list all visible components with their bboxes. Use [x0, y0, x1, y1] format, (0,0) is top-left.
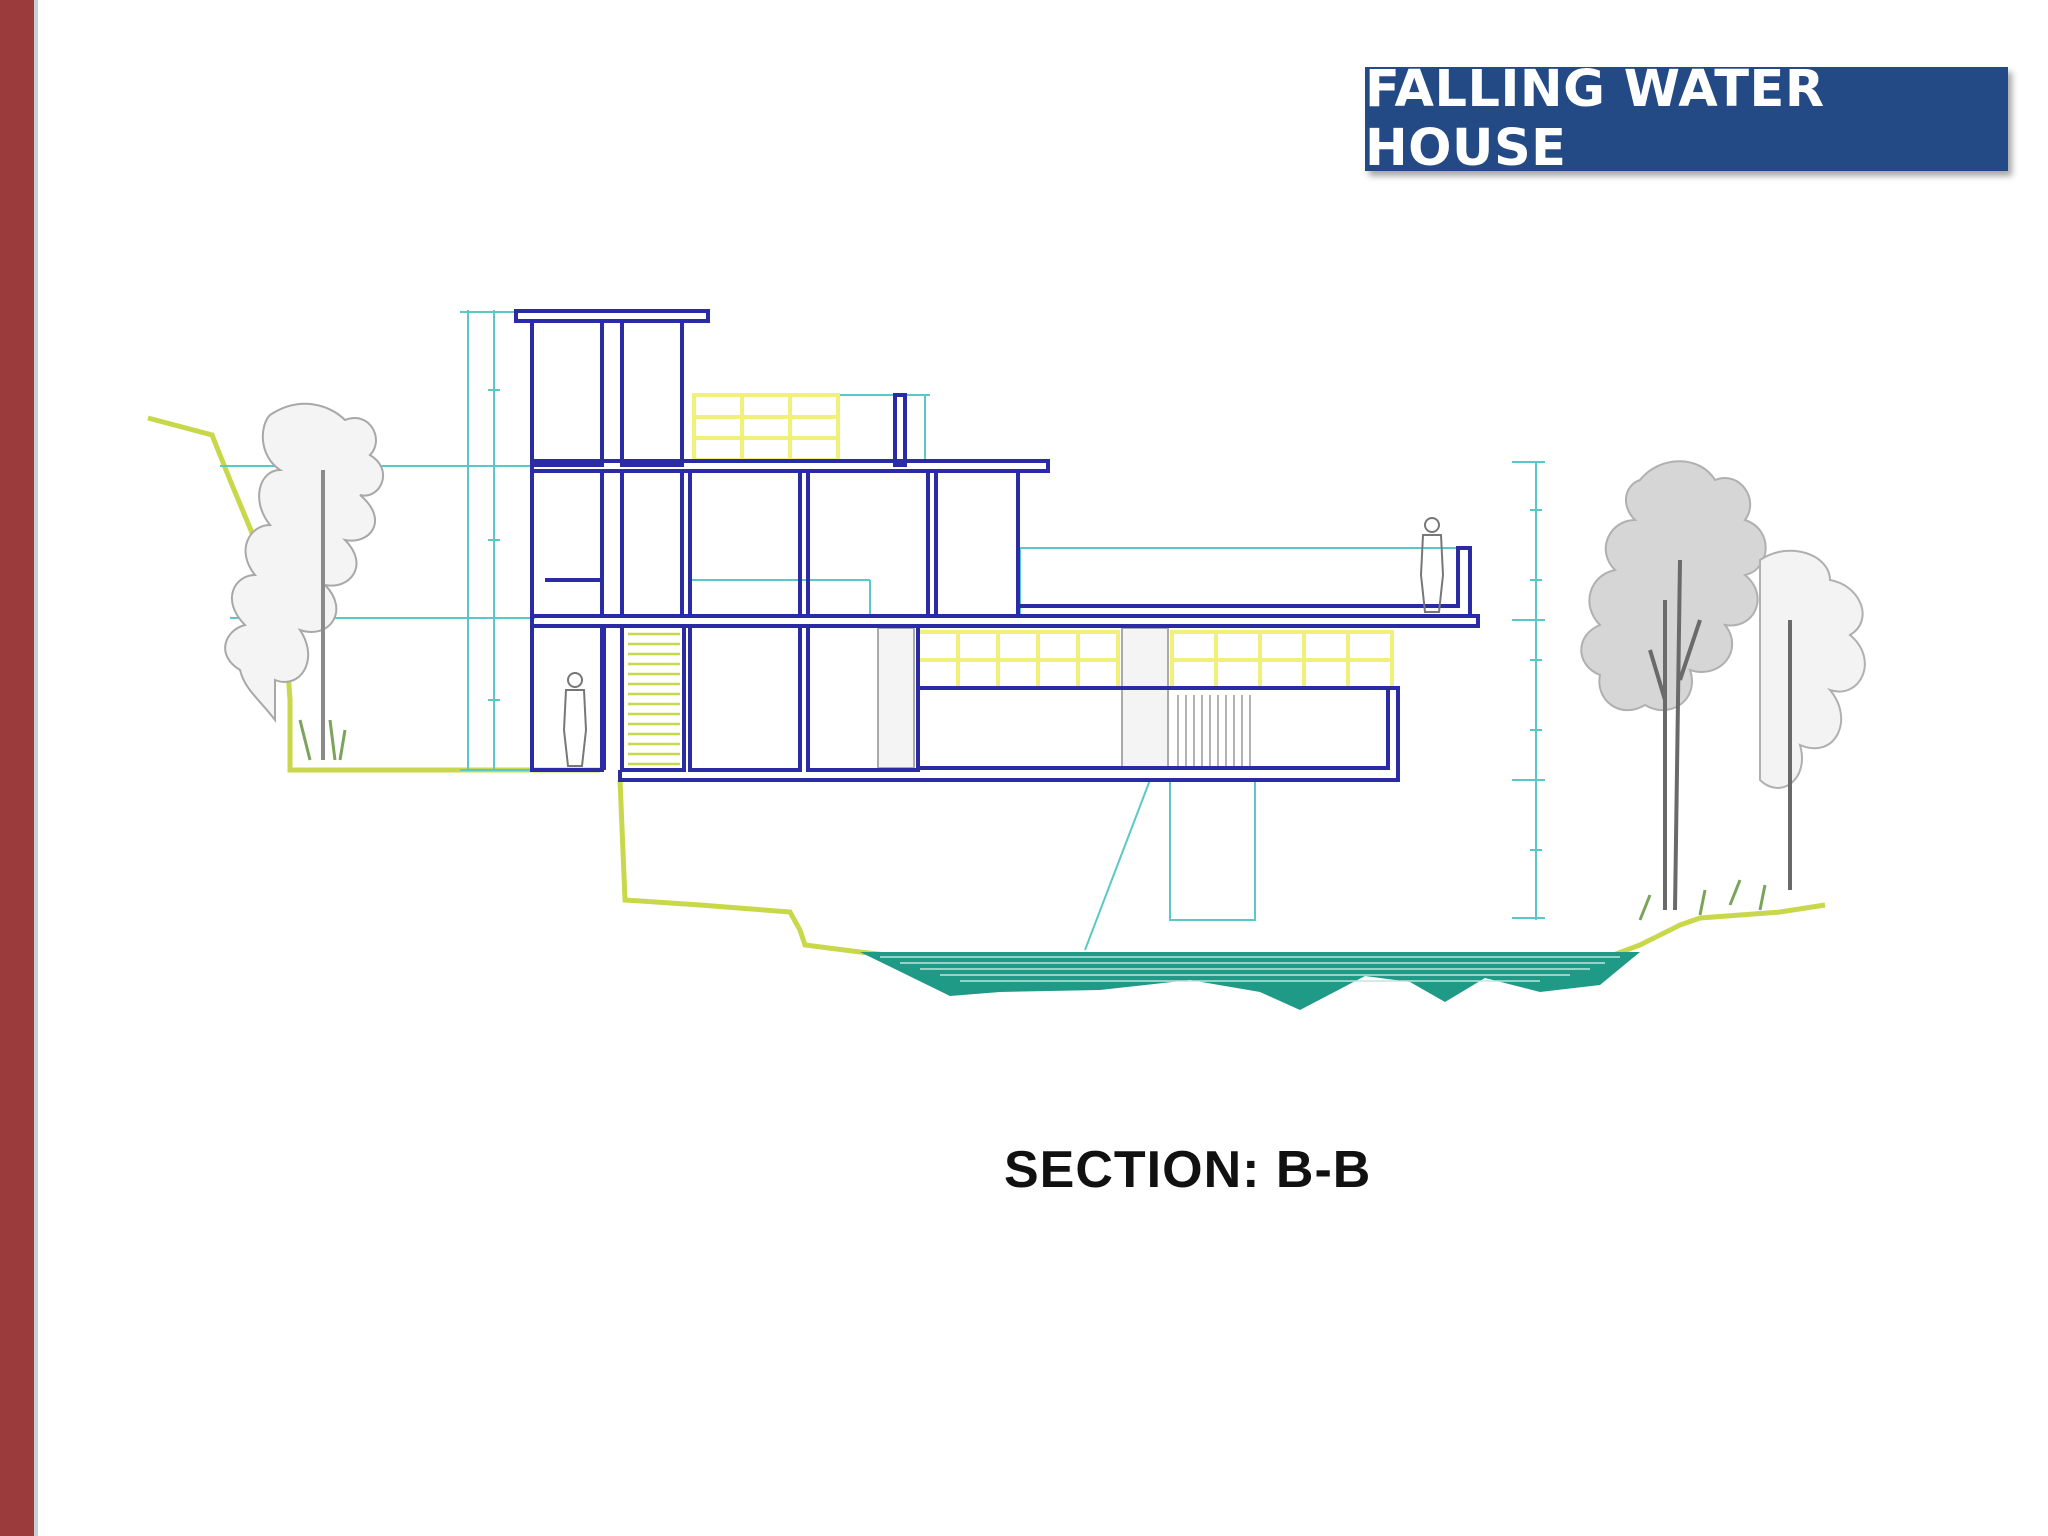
- water-body: [860, 952, 1640, 1010]
- stone-piers: [877, 627, 1169, 769]
- stair: [628, 632, 680, 766]
- slide-title: FALLING WATER HOUSE: [1365, 60, 1825, 178]
- dimension-ticks: [488, 389, 1542, 851]
- human-figure-icon: [562, 517, 1445, 767]
- left-tree-icon: [224, 402, 385, 761]
- section-caption: SECTION: B-B: [1004, 1141, 1372, 1199]
- title-banner: FALLING WATER HOUSE: [1365, 60, 2008, 178]
- interior-hatching: [1177, 695, 1251, 766]
- structure-walls: [514, 309, 1480, 782]
- left-accent-bar: [0, 0, 38, 1536]
- right-tree-icon: [1580, 460, 1866, 921]
- lower-terrain: [617, 779, 1826, 963]
